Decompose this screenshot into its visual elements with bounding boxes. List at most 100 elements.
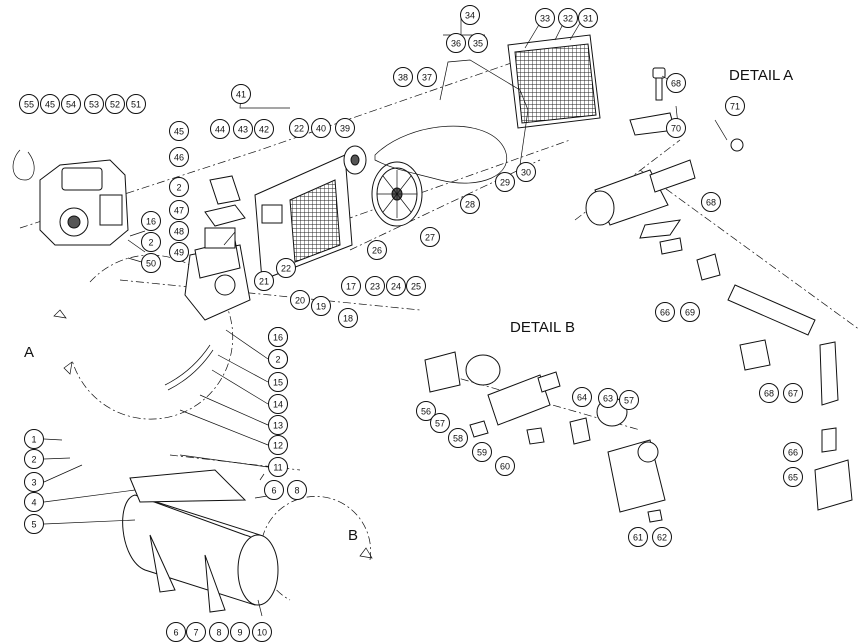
callout-label: 11 bbox=[273, 463, 282, 473]
callout-45: 45 bbox=[40, 94, 60, 114]
callout-circle bbox=[24, 449, 44, 469]
callout-19: 19 bbox=[311, 296, 331, 316]
callout-circle bbox=[680, 302, 700, 322]
callout-label: 32 bbox=[563, 14, 573, 24]
callout-27: 27 bbox=[420, 227, 440, 247]
callout-14: 14 bbox=[268, 394, 288, 414]
callout-circle bbox=[268, 415, 288, 435]
callout-label: 14 bbox=[273, 400, 283, 410]
callout-label: 18 bbox=[343, 314, 353, 324]
callout-66: 66 bbox=[655, 302, 675, 322]
callout-label: 23 bbox=[370, 282, 380, 292]
callout-label: 38 bbox=[398, 73, 408, 83]
callout-label: 16 bbox=[146, 217, 156, 227]
callout-48: 48 bbox=[169, 221, 189, 241]
callout-label: 59 bbox=[477, 448, 487, 458]
callout-circle bbox=[386, 276, 406, 296]
callout-70: 70 bbox=[666, 118, 686, 138]
callout-38: 38 bbox=[393, 67, 413, 87]
callout-circle bbox=[472, 442, 492, 462]
callout-23: 23 bbox=[365, 276, 385, 296]
callout-label: 17 bbox=[346, 282, 356, 292]
callout-circle bbox=[105, 94, 125, 114]
callout-label: 45 bbox=[174, 127, 184, 137]
callout-36: 36 bbox=[446, 33, 466, 53]
callout-circle bbox=[287, 480, 307, 500]
callout-9: 9 bbox=[230, 622, 250, 642]
callout-51: 51 bbox=[126, 94, 146, 114]
callout-label: 16 bbox=[273, 333, 283, 343]
discharge-tube bbox=[164, 344, 214, 391]
callout-label: 5 bbox=[31, 520, 36, 530]
callout-34: 34 bbox=[460, 5, 480, 25]
callout-8: 8 bbox=[209, 622, 229, 642]
callout-label: 35 bbox=[473, 39, 483, 49]
callout-25: 25 bbox=[406, 276, 426, 296]
callout-circle bbox=[276, 258, 296, 278]
callout-circle bbox=[141, 211, 161, 231]
callout-17: 17 bbox=[341, 276, 361, 296]
callout-circle bbox=[126, 94, 146, 114]
callout-circle bbox=[783, 442, 803, 462]
callout-circle bbox=[231, 84, 251, 104]
callout-circle bbox=[652, 527, 672, 547]
callout-circle bbox=[61, 94, 81, 114]
callout-label: 2 bbox=[275, 355, 280, 365]
callout-24: 24 bbox=[386, 276, 406, 296]
callout-6: 6 bbox=[166, 622, 186, 642]
detail-a-heading: DETAIL A bbox=[729, 67, 793, 84]
callout-circle bbox=[311, 296, 331, 316]
callout-label: 21 bbox=[259, 277, 269, 287]
callout-circle bbox=[254, 271, 274, 291]
callout-3: 3 bbox=[24, 472, 44, 492]
callout-circle bbox=[169, 177, 189, 197]
callout-label: 1 bbox=[31, 435, 36, 445]
callout-circle bbox=[535, 8, 555, 28]
callout-21: 21 bbox=[254, 271, 274, 291]
callout-71: 71 bbox=[725, 96, 745, 116]
callout-label: 19 bbox=[316, 302, 326, 312]
callout-68: 68 bbox=[701, 192, 721, 212]
callout-circle bbox=[24, 492, 44, 512]
callout-label: 43 bbox=[238, 125, 248, 135]
callout-label: 27 bbox=[425, 233, 435, 243]
callout-label: 22 bbox=[294, 124, 304, 134]
callout-69: 69 bbox=[680, 302, 700, 322]
detail-circle-b bbox=[260, 496, 373, 601]
air-tank bbox=[122, 469, 279, 613]
callout-label: 12 bbox=[273, 441, 283, 451]
callout-label: 2 bbox=[176, 183, 181, 193]
callout-label: 36 bbox=[451, 39, 461, 49]
callout-label: 13 bbox=[273, 421, 283, 431]
callout-circle bbox=[40, 94, 60, 114]
callout-label: 9 bbox=[237, 628, 242, 638]
callout-circle bbox=[169, 147, 189, 167]
callout-label: 48 bbox=[174, 227, 184, 237]
callout-7: 7 bbox=[186, 622, 206, 642]
callout-57: 57 bbox=[430, 413, 450, 433]
detail-b-heading: DETAIL B bbox=[510, 319, 575, 336]
callout-circle bbox=[169, 242, 189, 262]
callout-49: 49 bbox=[169, 242, 189, 262]
callout-52: 52 bbox=[105, 94, 125, 114]
callout-label: 39 bbox=[340, 124, 350, 134]
callout-58: 58 bbox=[448, 428, 468, 448]
callout-label: 56 bbox=[421, 407, 431, 417]
callout-31: 31 bbox=[578, 8, 598, 28]
callout-circle bbox=[24, 472, 44, 492]
callout-29: 29 bbox=[495, 172, 515, 192]
callout-5: 5 bbox=[24, 514, 44, 534]
callout-circle bbox=[460, 5, 480, 25]
callout-37: 37 bbox=[417, 67, 437, 87]
callout-circle bbox=[417, 67, 437, 87]
callout-label: 52 bbox=[110, 100, 120, 110]
callout-circle bbox=[230, 622, 250, 642]
callout-67: 67 bbox=[783, 383, 803, 403]
callout-11: 11 bbox=[268, 457, 288, 477]
callout-label: 54 bbox=[66, 100, 76, 110]
callout-label: 45 bbox=[45, 100, 55, 110]
callout-label: 6 bbox=[271, 486, 276, 496]
callout-label: 67 bbox=[788, 389, 798, 399]
callout-68: 68 bbox=[759, 383, 779, 403]
callout-16: 16 bbox=[268, 327, 288, 347]
